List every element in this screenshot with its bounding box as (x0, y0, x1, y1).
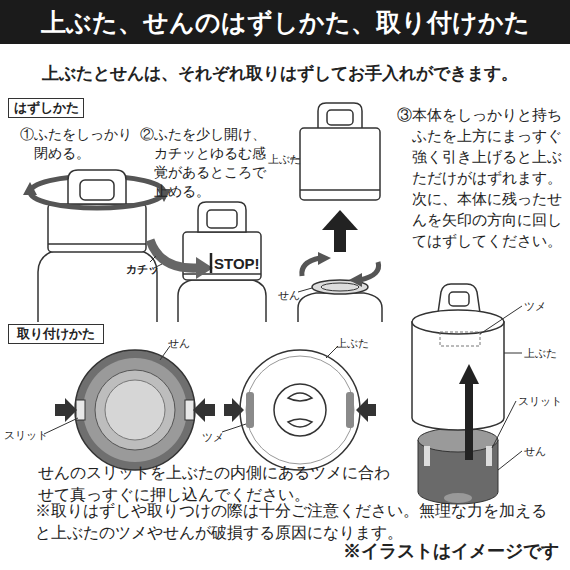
cap-handle (318, 103, 362, 130)
slit (76, 400, 85, 420)
pointer-arrow (356, 398, 376, 422)
cap-center (274, 384, 326, 436)
part-label: スリット (4, 428, 48, 442)
bottle-body (298, 293, 382, 322)
leader-line (480, 306, 522, 334)
handle-hole (207, 210, 237, 228)
cap-body (183, 232, 261, 280)
cap-body (300, 128, 380, 200)
arrow-head (318, 252, 331, 265)
cap-body (48, 204, 146, 252)
pointer-arrow (55, 398, 77, 422)
cap-inner (246, 356, 354, 464)
rotate-arrow (360, 262, 379, 280)
caution-note: ※取りはずしや取りつけの際は十分ご注意ください。無理な力を加えると上ぶたのツメや… (35, 500, 550, 544)
title-band (0, 0, 570, 44)
arrow-head (349, 273, 362, 287)
cap-top (412, 310, 504, 334)
cap-hole (288, 393, 312, 401)
arrow-head (459, 364, 479, 384)
bottle-body (38, 250, 157, 322)
image-note: ※イラストはイメージです (343, 540, 559, 563)
part-label: ツメ (524, 299, 546, 313)
cap-rim (300, 189, 380, 191)
slit (185, 400, 194, 420)
handle-hole (80, 180, 114, 200)
part-label: スリット (518, 394, 562, 408)
step-text: ①ふたをしっかり閉める。 (20, 125, 138, 163)
stop-bar (210, 253, 213, 273)
slit (424, 446, 430, 466)
part-label: ツメ (202, 430, 224, 444)
claw (346, 392, 354, 428)
leader-line (222, 424, 246, 432)
slit (486, 446, 492, 466)
cap-hole (288, 419, 312, 427)
leader-line (298, 288, 312, 292)
arrow-head (322, 210, 358, 230)
plug-bottom (444, 493, 472, 503)
part-label: 上ぶた (524, 346, 557, 360)
cap-outer (240, 350, 360, 470)
section-tab: 取り付けかた (8, 324, 104, 344)
step-text: ③本体をしっかりと持ちふたを上方にまっすぐ強く引き上げると上ぶただけがはずれます… (397, 104, 568, 251)
rotate-arrow (302, 258, 320, 276)
plug-outer (75, 350, 195, 470)
handle-hole (327, 110, 353, 125)
intro-text: 上ぶたとせんは、それぞれ取りはずしてお手入れができます。 (42, 63, 518, 84)
cap-rim (183, 273, 261, 275)
push-arrow (465, 380, 473, 460)
tab-label: 取り付けかた (9, 325, 103, 342)
step-text: ②ふたを少し開け、カチッとゆるむ感覚があるところで止める。 (140, 125, 272, 201)
cap-rim (48, 243, 146, 245)
cap-body (412, 322, 504, 430)
claw (440, 332, 480, 346)
stop-label: STOP! (214, 254, 260, 273)
plug-inner (95, 370, 175, 450)
pointer-arrow (224, 398, 244, 422)
plug-ring (83, 358, 187, 462)
instruction-text: せんのスリットを上ぶたの内側にあるツメに合わせて真っすぐに押し込んでください。 (38, 462, 400, 506)
arrow-head (23, 182, 37, 195)
plug-center (105, 380, 165, 440)
handle-hole (449, 292, 469, 306)
cap-handle (198, 202, 246, 232)
claw (246, 392, 254, 428)
leader-line (498, 451, 522, 470)
title-text: 上ぶた、せんのはずしかた、取り付けかた (0, 0, 570, 44)
leader-line (492, 401, 516, 448)
part-label: せん (524, 444, 546, 458)
section-tab: はずしかた (8, 98, 84, 118)
cap-handle (68, 170, 126, 204)
part-label: せん (278, 288, 300, 302)
leader-line (504, 353, 522, 354)
rotate-arrow (30, 192, 164, 208)
lift-arrow (334, 228, 346, 252)
click-mark (150, 256, 156, 262)
part-label: 上ぶた (336, 336, 369, 350)
leader-line (44, 418, 78, 434)
part-label: せん (168, 336, 190, 350)
pointer-arrow (193, 398, 215, 422)
tab-label: はずしかた (9, 99, 83, 116)
plug-inner (321, 283, 359, 291)
bottle-body (178, 280, 266, 322)
sound-label: カチッ (126, 262, 159, 276)
part-label: 上ぶた (268, 152, 301, 166)
